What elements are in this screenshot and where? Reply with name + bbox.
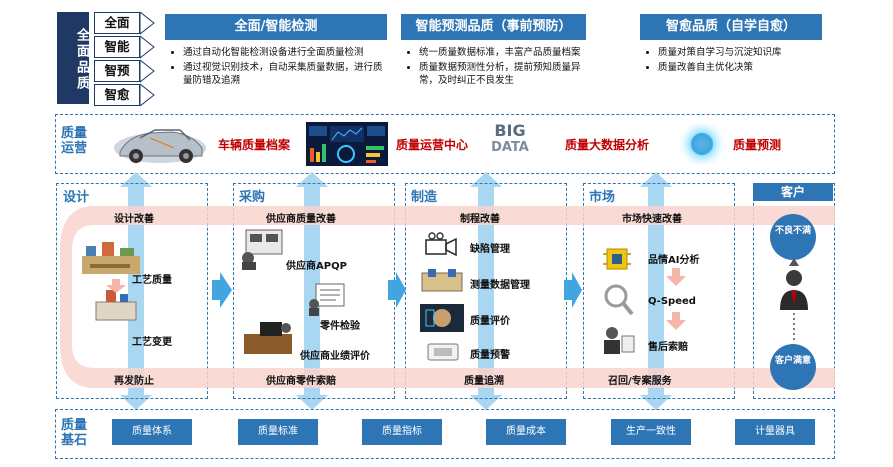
quality-prediction-image — [677, 119, 727, 169]
ai-analysis-label: 品情AI分析 — [648, 255, 700, 266]
customer-dotted-line — [793, 313, 795, 343]
vehicle-archive-label: 车辆质量档案 — [218, 138, 291, 152]
supplier-claim-band: 供应商零件索赔 — [266, 376, 336, 387]
dissatisfaction-circle: 不良不满 — [770, 214, 816, 260]
market-stage-title: 市场 — [589, 190, 616, 205]
quality-evaluation-image — [420, 304, 464, 332]
measurement-device-image — [421, 269, 463, 292]
customer-satisfaction-circle: 客户满意 — [770, 344, 816, 390]
predictive-quality-title: 智能预测品质（事前预防） — [401, 14, 586, 40]
supplier-improvement-band: 供应商质量改善 — [266, 214, 336, 225]
big-data-word-big: BIG — [494, 121, 526, 140]
quality-standard-button[interactable]: 质量标准 — [238, 419, 318, 445]
quality-system-button[interactable]: 质量体系 — [112, 419, 192, 445]
design-down-arrow — [106, 279, 126, 293]
customer-avatar — [780, 270, 808, 310]
market-stage-box — [583, 183, 735, 399]
smart-inspection-bullet-1: 通过自动化智能检测设备进行全面质量检测 — [183, 46, 387, 59]
dissatisfaction-text: 不良不满 — [774, 226, 811, 236]
operation-center-label: 质量运营中心 — [396, 138, 469, 152]
customer-stage-title: 客户 — [753, 183, 833, 201]
vehicle-archive-image — [114, 129, 206, 163]
tab-quan-mian[interactable]: 全面 — [94, 12, 140, 34]
smart-inspection-bullets: 通过自动化智能检测设备进行全面质量检测 通过视觉识别技术，自动采集质量数据，进行… — [165, 46, 387, 87]
big-data-image: BIG DATA — [488, 122, 532, 166]
supplier-performance-label: 供应商业绩评价 — [300, 351, 370, 362]
camera-icon — [425, 232, 457, 257]
market-improvement-band: 市场快速改善 — [622, 214, 682, 225]
claim-person-image — [604, 327, 635, 354]
process-change-image — [95, 290, 137, 321]
smart-inspection-title: 全面/智能检测 — [165, 14, 387, 40]
tab-connector-arrows — [140, 12, 155, 106]
process-quality-label: 工艺质量 — [132, 275, 172, 286]
design-improvement-band: 设计改善 — [114, 214, 154, 225]
defect-management-label: 缺陷管理 — [470, 244, 510, 255]
manufacture-to-market-arrow — [564, 272, 582, 308]
quality-operations-row — [55, 114, 835, 174]
predictive-quality-block: 智能预测品质（事前预防） 统一质量数据标准，丰富产品质量档案 质量数据预测性分析… — [401, 14, 586, 106]
market-down-arrows — [666, 268, 686, 330]
quality-cost-button[interactable]: 质量成本 — [486, 419, 566, 445]
supplier-performance-image — [244, 322, 292, 354]
self-healing-quality-bullet-1: 质量对策自学习与沉淀知识库 — [658, 46, 822, 59]
after-sales-claim-label: 售后索赔 — [648, 342, 688, 353]
smart-inspection-bullet-2: 通过视觉识别技术，自动采集质量数据，进行质量防错及追溯 — [183, 61, 387, 87]
recall-service-band: 召回/专案服务 — [608, 376, 672, 387]
quality-alarm-image — [427, 343, 459, 361]
quality-indicator-button[interactable]: 质量指标 — [362, 419, 442, 445]
process-quality-image — [82, 242, 140, 274]
supplier-apqp-image — [242, 229, 283, 270]
quality-operations-label: 质量运营 — [61, 126, 88, 156]
self-healing-quality-bullet-2: 质量改善自主优化决策 — [658, 61, 822, 74]
predictive-quality-bullet-2: 质量数据预测性分析，提前预知质量异常，及时纠正不良发生 — [419, 61, 586, 87]
q-speed-label: Q-Speed — [648, 296, 696, 307]
supplier-apqp-label: 供应商APQP — [286, 261, 347, 272]
tab-zhi-yu-predict[interactable]: 智预 — [94, 60, 140, 82]
quality-traceability-band: 质量追溯 — [464, 376, 504, 387]
quality-alarm-label: 质量预警 — [470, 350, 510, 361]
side-title-text: 全面品质 — [74, 28, 89, 92]
production-consistency-button[interactable]: 生产一致性 — [611, 419, 691, 445]
process-improvement-band: 制程改善 — [460, 214, 500, 225]
purchase-stage-title: 采购 — [239, 190, 266, 205]
measuring-instruments-button[interactable]: 计量器具 — [735, 419, 815, 445]
tab-zhi-yu-heal[interactable]: 智愈 — [94, 84, 140, 106]
total-quality-side-title: 全面品质 — [57, 12, 89, 104]
big-data-analysis-label: 质量大数据分析 — [565, 138, 650, 152]
purchase-to-manufacture-arrow — [388, 272, 406, 308]
predictive-quality-bullet-1: 统一质量数据标准，丰富产品质量档案 — [419, 46, 586, 59]
magnifier-icon — [604, 284, 634, 316]
customer-up-arrow — [789, 258, 799, 266]
smart-inspection-block: 全面/智能检测 通过自动化智能检测设备进行全面质量检测 通过视觉识别技术，自动采… — [165, 14, 387, 106]
customer-satisfaction-text: 客户满意 — [774, 356, 811, 366]
quality-foundation-label: 质量基石 — [61, 418, 88, 448]
self-healing-quality-bullets: 质量对策自学习与沉淀知识库 质量改善自主优化决策 — [640, 46, 822, 74]
manufacture-stage-title: 制造 — [411, 190, 438, 205]
part-inspection-image — [309, 283, 345, 316]
quality-evaluation-label: 质量评价 — [470, 316, 510, 327]
self-healing-quality-block: 智愈品质（自学自愈） 质量对策自学习与沉淀知识库 质量改善自主优化决策 — [640, 14, 822, 106]
measurement-data-label: 测量数据管理 — [470, 280, 530, 291]
operation-center-dashboard-image — [306, 122, 388, 166]
design-stage-title: 设计 — [63, 190, 90, 205]
predictive-quality-bullets: 统一质量数据标准，丰富产品质量档案 质量数据预测性分析，提前预知质量异常，及时纠… — [401, 46, 586, 87]
process-change-label: 工艺变更 — [132, 337, 172, 348]
self-healing-quality-title: 智愈品质（自学自愈） — [640, 14, 822, 40]
quality-prediction-label: 质量预测 — [733, 138, 782, 152]
quality-foundation-row — [55, 409, 835, 459]
design-stage-box — [56, 183, 208, 399]
ai-chip-image — [603, 248, 631, 270]
big-data-word-data: DATA — [491, 140, 529, 155]
design-to-purchase-arrow — [212, 272, 232, 308]
recurrence-prevention-band: 再发防止 — [114, 376, 154, 387]
part-inspection-label: 零件检验 — [320, 321, 360, 332]
tab-zhi-neng[interactable]: 智能 — [94, 36, 140, 58]
